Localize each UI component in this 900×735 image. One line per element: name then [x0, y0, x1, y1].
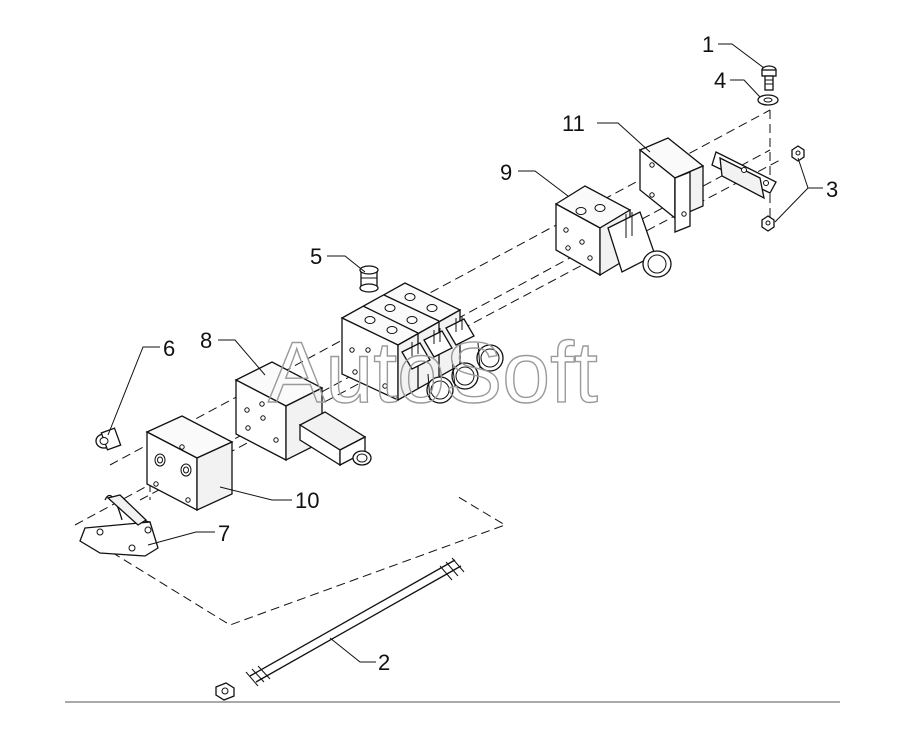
washer — [757, 94, 779, 106]
leader-lines — [107, 43, 823, 663]
callout-9: 9 — [500, 160, 512, 185]
valve-stack — [340, 282, 504, 404]
bracket-right — [711, 151, 777, 200]
tie-rod — [245, 557, 465, 687]
end-block — [145, 415, 234, 512]
callout-5: 5 — [310, 244, 322, 269]
callout-labels: 1 4 11 9 5 6 8 10 7 2 3 — [163, 32, 838, 675]
watermark-text: AutoSoft — [268, 325, 598, 421]
callout-2: 2 — [378, 650, 390, 675]
callout-10: 10 — [295, 488, 319, 513]
callout-3: 3 — [826, 177, 838, 202]
end-valve-section — [554, 185, 672, 278]
small-fitting — [95, 427, 122, 451]
cover-plate — [638, 137, 705, 233]
callout-8: 8 — [200, 328, 212, 353]
callout-11: 11 — [562, 111, 585, 136]
nut-top — [791, 145, 805, 162]
callout-4: 4 — [714, 68, 726, 93]
top-fitting — [359, 265, 379, 293]
bracket-left — [79, 494, 159, 557]
solenoid-coils — [401, 316, 504, 404]
bolt — [761, 65, 777, 91]
callout-7: 7 — [218, 521, 230, 546]
nut-bottom — [761, 215, 775, 232]
intermediate-block — [234, 361, 372, 467]
callout-1: 1 — [702, 32, 714, 57]
callout-6: 6 — [163, 336, 175, 361]
rod-nut — [215, 682, 235, 701]
